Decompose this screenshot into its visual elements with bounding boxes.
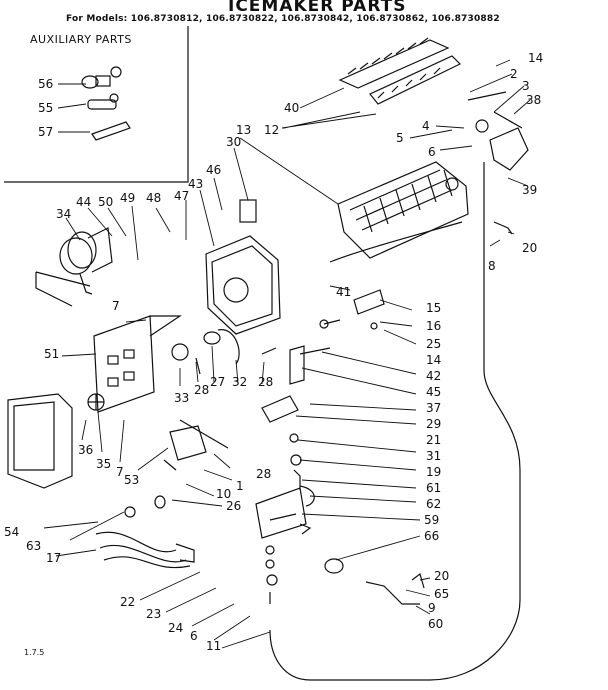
ejector-blade [338,39,450,89]
callout-54: 54 [4,525,20,539]
callout-57: 57 [38,125,54,139]
callout-42: 42 [426,369,442,383]
callout-41: 41 [336,285,352,299]
callout-26: 26 [226,499,242,513]
callout-16: 16 [426,319,442,333]
callout-63: 63 [26,539,42,553]
callout-28-b: 28 [258,375,274,389]
callout-12: 12 [264,123,280,137]
fill-cup [489,127,529,171]
front-cover [7,393,73,489]
callout-4: 4 [422,119,430,133]
callout-25: 25 [426,337,442,351]
aux-part-57 [91,121,131,141]
callout-13: 13 [236,123,252,137]
support-53 [169,425,207,461]
callout-61: 61 [426,481,442,495]
callout-44: 44 [76,195,92,209]
callout-48: 48 [146,191,162,205]
callout-43: 43 [188,177,204,191]
callout-5: 5 [396,131,404,145]
callout-53: 53 [124,473,140,487]
callout-8: 8 [488,259,496,273]
callout-46: 46 [206,163,222,177]
callout-20-upper: 20 [522,241,538,255]
callout-9: 9 [428,601,436,615]
ice-mold [337,161,469,259]
water-fill-tube [269,162,521,681]
callout-66: 66 [424,529,440,543]
timing-cam [203,331,221,345]
callout-33: 33 [174,391,190,405]
callout-39: 39 [522,183,538,197]
callout-28-a: 28 [194,383,210,397]
callout-22: 22 [120,595,136,609]
bracket-29 [261,395,299,423]
switch-bracket [353,289,385,315]
aux-part-55 [87,93,119,110]
callout-6-lower: 6 [190,629,198,643]
aux-part-56 [81,66,122,89]
callout-3: 3 [522,79,530,93]
callout-19: 19 [426,465,442,479]
callout-24: 24 [168,621,184,635]
callout-38: 38 [526,93,542,107]
callout-27: 27 [210,375,226,389]
callout-50: 50 [98,195,114,209]
drive-motor-small [171,343,189,361]
mounting-plate [93,315,155,413]
callout-20-lower: 20 [434,569,450,583]
auxiliary-box-border [4,26,189,183]
auxiliary-parts-heading: AUXILIARY PARTS [30,33,132,46]
bracket-45 [289,345,305,385]
callout-10: 10 [216,487,232,501]
stripper [369,55,462,105]
callout-7-lower: 7 [116,465,124,479]
callout-35: 35 [96,457,112,471]
callout-17: 17 [46,551,62,565]
callout-32: 32 [232,375,248,389]
page-code: 1.7.5 [24,648,45,657]
shutoff-arm [493,221,513,235]
callout-60: 60 [428,617,444,631]
callout-37: 37 [426,401,442,415]
callout-49: 49 [120,191,136,205]
callout-65: 65 [434,587,450,601]
page-title: ICEMAKER PARTS [228,0,407,16]
callout-51: 51 [44,347,60,361]
callout-11: 11 [206,639,222,653]
callout-31: 31 [426,449,442,463]
callout-62: 62 [426,497,442,511]
callout-55: 55 [38,101,54,115]
callout-21: 21 [426,433,442,447]
fill-bracket [365,581,420,605]
callout-56: 56 [38,77,54,91]
models-line: For Models: 106.8730812, 106.8730822, 10… [66,14,500,24]
callout-36: 36 [78,443,94,457]
callout-1: 1 [236,479,244,493]
callout-15: 15 [426,301,442,315]
callout-14-mid: 14 [426,353,442,367]
module-housing [205,235,281,335]
callout-29: 29 [426,417,442,431]
callout-6-top: 6 [428,145,436,159]
callout-59: 59 [424,513,440,527]
callout-23: 23 [146,607,162,621]
callout-40: 40 [284,101,300,115]
fitting-66 [324,558,344,574]
callout-45: 45 [426,385,442,399]
heater-tube [329,221,463,263]
callout-14-top: 14 [528,51,544,65]
callout-7-upper: 7 [112,299,120,313]
callout-47: 47 [174,189,190,203]
motor-assembly [59,227,113,295]
callout-30: 30 [226,135,242,149]
callout-2: 2 [510,67,518,81]
wiring-harness [95,531,191,569]
water-valve [255,487,307,539]
callout-34: 34 [56,207,72,221]
callout-28-c: 28 [256,467,272,481]
